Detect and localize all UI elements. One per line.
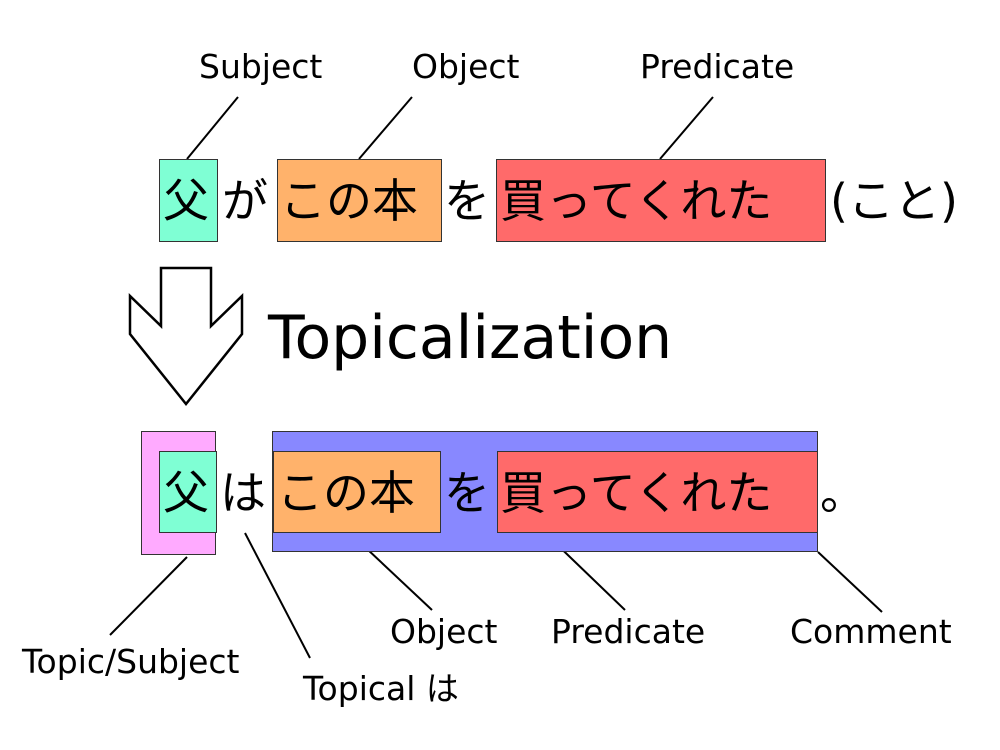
comment-leader-line [817, 551, 883, 613]
object-box [277, 159, 442, 242]
topic-subject-leader-line [109, 556, 188, 636]
predicate-box-bottom [497, 451, 818, 533]
object-label: Object [412, 47, 520, 86]
subject-box-bottom [159, 451, 217, 533]
wa-particle: は [220, 466, 266, 520]
subject-text-bottom: 父 [163, 466, 209, 520]
predicate-box [496, 159, 826, 242]
predicate-label: Predicate [640, 47, 795, 86]
object-text-bottom: この本 [277, 466, 415, 520]
subject-box [159, 159, 218, 242]
object-leader-line [358, 96, 413, 160]
koto-suffix: (こと) [830, 174, 958, 228]
ga-particle: が [222, 174, 268, 228]
predicate-text-bottom: 買ってくれた [500, 466, 773, 520]
predicate-leader-line [659, 96, 714, 160]
predicate-label-bottom: Predicate [551, 612, 706, 651]
object-box-bottom [273, 451, 441, 533]
subject-label: Subject [199, 47, 323, 86]
down-arrow-icon [128, 266, 244, 407]
topical-wa-label: Topical は [303, 669, 459, 708]
topicalization-label: Topicalization [268, 303, 673, 373]
topical-wa-leader-line [244, 532, 311, 659]
subject-text: 父 [163, 174, 209, 228]
period-mark: 。 [820, 466, 866, 520]
subject-leader-line [186, 96, 239, 160]
wo-particle-bottom: を [444, 466, 490, 520]
predicate-text: 買ってくれた [500, 174, 773, 228]
wo-particle: を [444, 174, 490, 228]
object-label-bottom: Object [390, 612, 498, 651]
topic-subject-label: Topic/Subject [22, 642, 240, 681]
comment-label: Comment [790, 612, 952, 651]
object-text: この本 [280, 174, 418, 228]
